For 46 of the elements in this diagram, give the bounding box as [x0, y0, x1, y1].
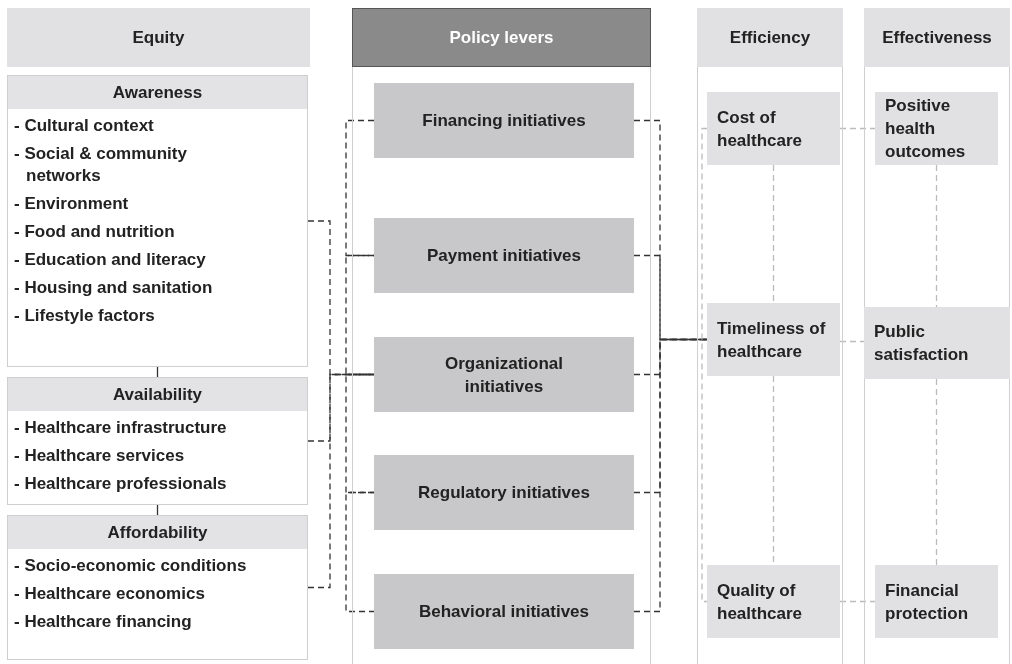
- connector-line: [772, 164, 775, 304]
- lever-box: Payment initiatives: [374, 218, 634, 293]
- list-item: - Lifestyle factors: [14, 305, 155, 327]
- category-box: [7, 75, 308, 367]
- category-box: [7, 515, 308, 660]
- outcome-box: Cost of healthcare: [707, 92, 840, 165]
- column-header: Equity: [7, 8, 310, 67]
- connector-line: [935, 378, 938, 566]
- list-item: - Cultural context: [14, 115, 154, 137]
- lever-box: Behavioral initiatives: [374, 574, 634, 649]
- lever-box: Financing initiatives: [374, 83, 634, 158]
- column-header: Efficiency: [697, 8, 843, 67]
- list-item: - Healthcare infrastructure: [14, 417, 227, 439]
- column-header: Effectiveness: [864, 8, 1010, 67]
- outcome-box: Timeliness of healthcare: [707, 303, 840, 376]
- connector-line: [345, 491, 375, 613]
- list-item: - Healthcare economics: [14, 583, 205, 605]
- list-item: - Healthcare financing: [14, 611, 192, 633]
- lever-box: Regulatory initiatives: [374, 455, 634, 530]
- column-panel: [352, 8, 651, 664]
- connector-line: [701, 127, 708, 603]
- connector-line: [345, 373, 375, 494]
- category-box: [7, 377, 308, 505]
- list-item: - Social & community networks: [14, 143, 188, 187]
- list-item: - Healthcare professionals: [14, 473, 227, 495]
- connector-line: [935, 164, 938, 308]
- outcome-box: Positive health outcomes: [875, 92, 998, 165]
- list-item: - Education and literacy: [14, 249, 206, 271]
- connector-line: [345, 119, 375, 257]
- column-panel: [864, 8, 1010, 664]
- outcome-box: Quality of healthcare: [707, 565, 840, 638]
- connector-line: [345, 254, 375, 376]
- column-panel: [697, 8, 843, 664]
- outcome-box: Public satisfaction: [864, 307, 1010, 379]
- box-heading: Awareness: [8, 76, 307, 109]
- connector-line: [633, 338, 708, 613]
- outcome-box: Financial protection: [875, 565, 998, 638]
- list-item: - Housing and sanitation: [14, 277, 213, 299]
- list-item: - Healthcare services: [14, 445, 185, 467]
- column-header: Policy levers: [352, 8, 651, 67]
- list-item: - Socio-economic conditions: [14, 555, 247, 577]
- list-item: - Environment: [14, 193, 130, 215]
- lever-box: Organizational initiatives: [374, 337, 634, 412]
- box-heading: Affordability: [8, 516, 307, 549]
- box-heading: Availability: [8, 378, 307, 411]
- list-item: - Food and nutrition: [14, 221, 175, 243]
